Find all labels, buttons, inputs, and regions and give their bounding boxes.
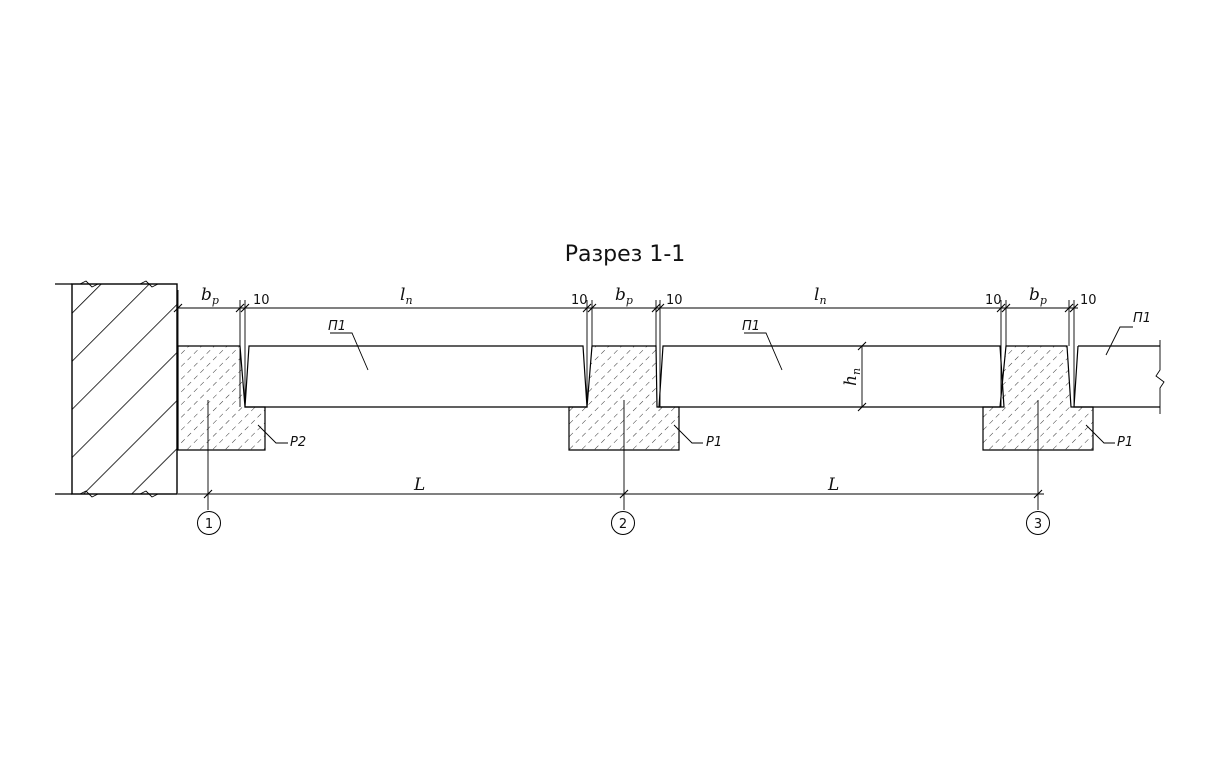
slab-p1-left bbox=[244, 345, 588, 408]
dim-bp-right-sub: p bbox=[1040, 294, 1047, 307]
dim-bp-left: bp bbox=[201, 285, 219, 307]
dim-hn-line bbox=[857, 341, 867, 412]
dim-hn-sub: n bbox=[850, 368, 863, 375]
dim-span-right: L bbox=[827, 475, 839, 495]
dim-hn-main: h bbox=[841, 375, 861, 386]
axis-marker-3: 3 bbox=[1026, 511, 1050, 535]
axis-marker-1: 1 bbox=[197, 511, 221, 535]
mark-slab-middle: П1 bbox=[742, 319, 760, 334]
dim-ln-right-main: l bbox=[814, 285, 819, 305]
dim-gap-2: 10 bbox=[571, 293, 588, 308]
mark-girder-r2: Р2 bbox=[290, 435, 306, 450]
dim-bp-right: bp bbox=[1029, 285, 1047, 307]
dim-ln-left-sub: n bbox=[405, 294, 412, 307]
dim-span-left: L bbox=[413, 475, 425, 495]
dim-ln-left: ln bbox=[400, 285, 413, 307]
dim-ln-right-sub: n bbox=[819, 294, 826, 307]
gap-lines bbox=[239, 300, 1075, 407]
mark-girder-r1-right: Р1 bbox=[1117, 435, 1133, 450]
slab-break-line bbox=[1155, 340, 1165, 414]
dim-bp-middle-main: b bbox=[615, 285, 626, 305]
bottom-dimension-chain bbox=[178, 489, 1044, 499]
dim-bp-right-main: b bbox=[1029, 285, 1040, 305]
girder-r2 bbox=[177, 345, 266, 451]
mark-slab-left: П1 bbox=[328, 319, 346, 334]
dim-ln-left-main: l bbox=[400, 285, 405, 305]
dim-gap-1: 10 bbox=[253, 293, 270, 308]
dim-bp-middle-sub: p bbox=[626, 294, 633, 307]
axis-label-2: 2 bbox=[619, 517, 627, 532]
axis-label-1: 1 bbox=[205, 517, 213, 532]
top-dimension-chain bbox=[173, 290, 1079, 346]
mark-girder-r1-middle: Р1 bbox=[706, 435, 722, 450]
dim-gap-3: 10 bbox=[666, 293, 683, 308]
dim-hn-label: hn bbox=[841, 368, 863, 386]
dim-gap-5: 10 bbox=[1080, 293, 1097, 308]
dim-bp-left-sub: p bbox=[212, 294, 219, 307]
dim-bp-left-main: b bbox=[201, 285, 212, 305]
brick-wall bbox=[55, 280, 178, 498]
axis-marker-2: 2 bbox=[611, 511, 635, 535]
axis-lines bbox=[207, 400, 1039, 510]
dim-ln-right: ln bbox=[814, 285, 827, 307]
leader-lines bbox=[257, 326, 1133, 444]
section-title: Разрез 1-1 bbox=[565, 242, 686, 267]
mark-slab-right: П1 bbox=[1133, 311, 1151, 326]
slab-p1-right bbox=[1073, 345, 1160, 408]
dim-bp-middle: bp bbox=[615, 285, 633, 307]
axis-label-3: 3 bbox=[1034, 517, 1042, 532]
slab-p1-middle bbox=[658, 345, 1005, 408]
dim-gap-4: 10 bbox=[985, 293, 1002, 308]
